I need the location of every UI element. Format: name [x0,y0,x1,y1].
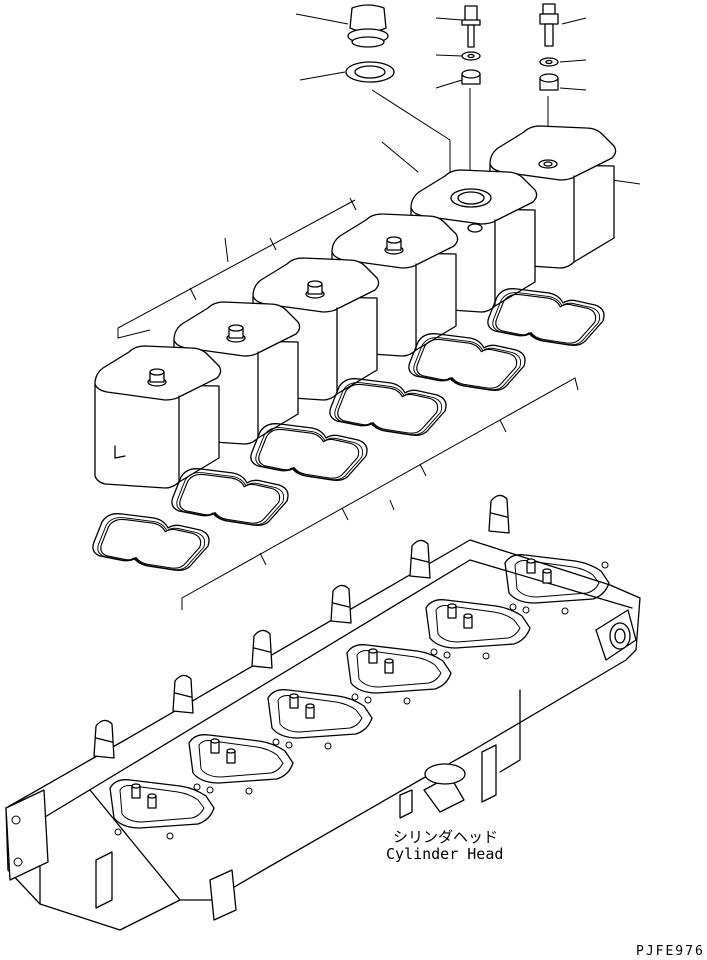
head-bay [330,584,452,705]
rocker-cover [252,257,380,401]
head-bay [172,674,294,795]
cover-gasket [487,288,605,347]
bolt-washer [461,51,481,61]
cover-gasket [329,378,447,437]
cover-gasket [171,468,289,527]
leader-lines [117,13,641,610]
cover-gasket [92,513,210,572]
head-bay [93,719,215,840]
filler-cap-seal-ring [345,61,395,83]
cover-gasket [250,423,368,482]
head-bay [409,539,531,660]
rocker-cover [94,345,222,489]
drawing-code: PJFE976 [636,944,705,959]
fitting-washer [539,57,559,67]
head-bay [488,494,610,615]
oil-filler-cap [347,4,389,48]
bolt-spacer [461,69,481,85]
breather-fitting [539,3,559,47]
cover-bolt [461,5,481,48]
cylinder-head-caption-en: Cylinder Head [386,845,504,863]
cylinder-head [5,494,641,931]
fitting-spacer [539,73,559,91]
cover-gasket [408,333,526,392]
cover-gaskets [92,288,605,572]
cylinder-head-caption-jp: シリンダヘッド [393,828,499,846]
head-bay [251,629,373,750]
rocker-covers [94,125,617,489]
